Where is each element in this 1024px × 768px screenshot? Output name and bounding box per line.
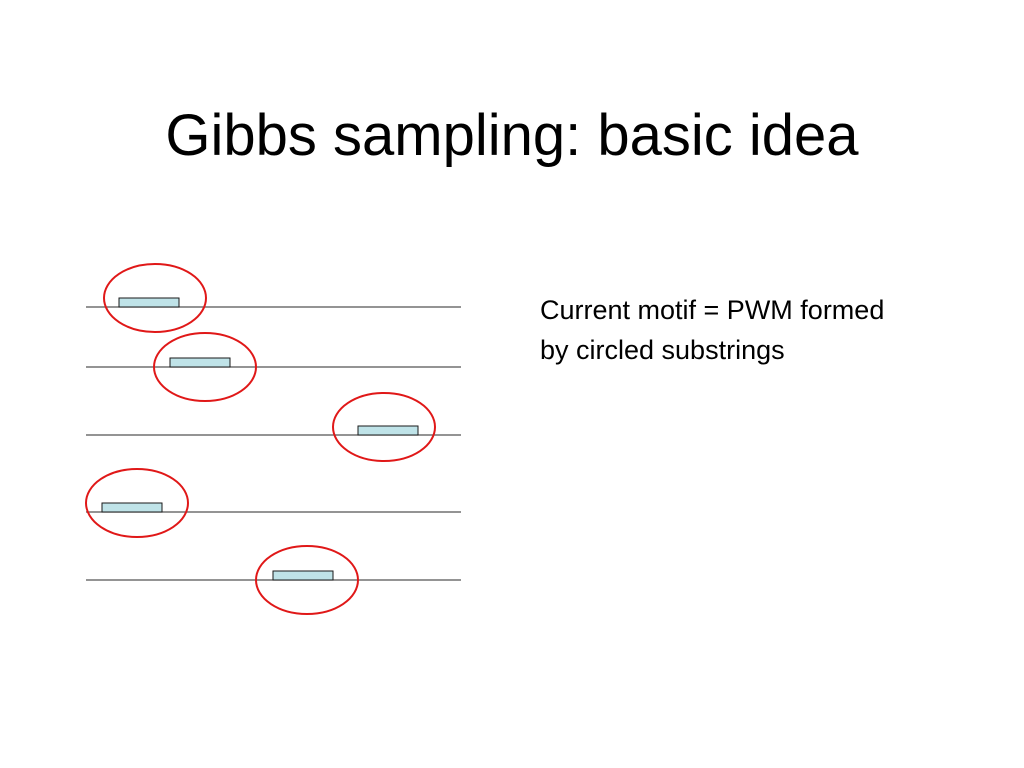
sequence-2 — [86, 332, 461, 402]
sequence-4 — [85, 468, 461, 538]
sequence-5 — [86, 545, 461, 615]
motif-substring — [272, 570, 334, 581]
motif-substring — [101, 502, 163, 513]
motif-substring — [118, 297, 180, 308]
motif-description: Current motif = PWM formed by circled su… — [540, 290, 1000, 370]
motif-substring — [169, 357, 231, 368]
description-line-2: by circled substrings — [540, 335, 785, 365]
selection-circle — [332, 392, 436, 462]
sequence-3 — [86, 392, 461, 462]
selection-circle — [255, 545, 359, 615]
sequence-1 — [86, 263, 461, 333]
description-line-1: Current motif = PWM formed — [540, 295, 885, 325]
motif-substring — [357, 425, 419, 436]
selection-circle — [103, 263, 207, 333]
selection-circle — [85, 468, 189, 538]
selection-circle — [153, 332, 257, 402]
slide-title: Gibbs sampling: basic idea — [165, 103, 859, 168]
